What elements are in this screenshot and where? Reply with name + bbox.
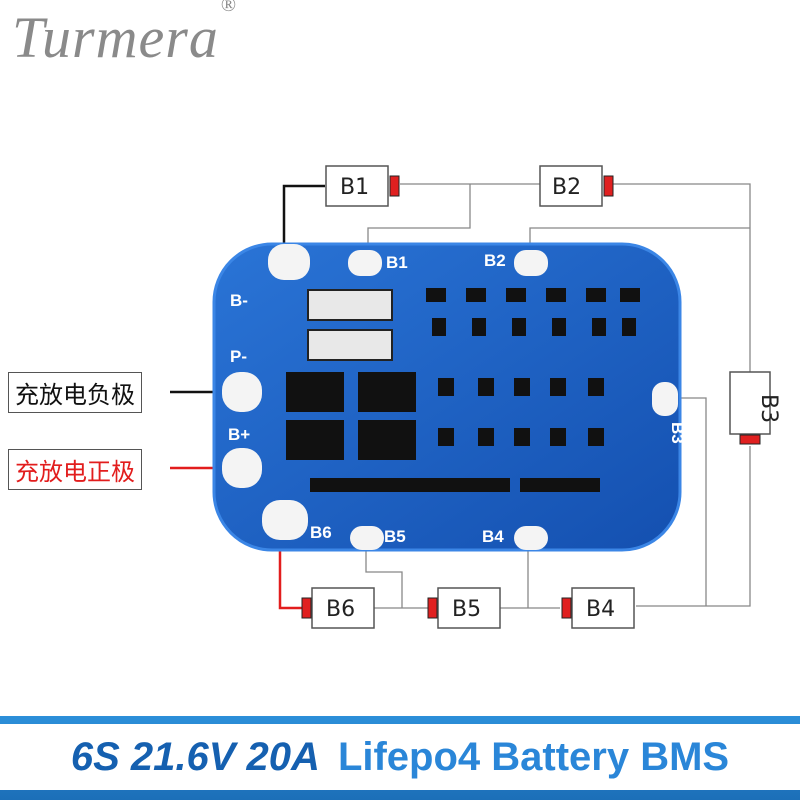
pad-b3 <box>652 382 678 416</box>
cell-b1: B1 <box>325 165 400 207</box>
banner-strip: 6S 21.6V 20A Lifepo4 Battery BMS <box>0 724 800 790</box>
cell-b6: B6 <box>301 587 375 629</box>
discharge-negative-label: 充放电负极 <box>8 372 142 413</box>
banner-title: Lifepo4 Battery BMS <box>337 734 730 779</box>
pad-label: B6 <box>310 523 332 542</box>
b-plus-wire <box>278 530 302 610</box>
product-banner: 6S 21.6V 20A Lifepo4 Battery BMS <box>0 716 800 800</box>
cell-label: B4 <box>586 597 615 622</box>
cell-b4: B4 <box>561 587 635 629</box>
cell-label: B5 <box>452 597 481 622</box>
pad-p-minus <box>222 372 262 412</box>
b-minus-wire <box>282 184 325 270</box>
pcb-board: B- P- B+ B1 B2 B3 B4 B5 B6 <box>212 242 687 552</box>
cell-terminal <box>427 597 438 619</box>
balancing-components <box>310 288 640 492</box>
mosfet <box>286 420 344 460</box>
mosfet <box>286 372 344 412</box>
pad-label: B+ <box>228 425 250 444</box>
pad-label: B3 <box>668 422 687 444</box>
pad-label: B2 <box>484 251 506 270</box>
cell-terminal <box>389 175 400 197</box>
pad-label: P- <box>230 347 247 366</box>
cell-b5: B5 <box>427 587 501 629</box>
mosfet <box>358 372 416 412</box>
banner-text: 6S 21.6V 20A Lifepo4 Battery BMS <box>71 735 729 780</box>
cell-terminal <box>301 597 312 619</box>
cell-label: B3 <box>756 394 781 423</box>
pad-label: B4 <box>482 527 504 546</box>
brand-logo: Turmera® <box>12 0 237 71</box>
pad-label: B- <box>230 291 248 310</box>
discharge-positive-label: 充放电正极 <box>8 449 142 490</box>
cell-label: B1 <box>340 175 369 200</box>
bms-wiring-diagram: B- P- B+ B1 B2 B3 B4 B5 B6 B1 B2 B3 B4 B… <box>170 165 781 629</box>
pad-b5 <box>350 526 384 550</box>
pad-b1 <box>348 250 382 276</box>
cell-terminal <box>561 597 572 619</box>
pad-b-minus <box>268 244 310 280</box>
pad-b2 <box>514 250 548 276</box>
shunt-resistor <box>307 289 393 321</box>
cell-label: B2 <box>552 175 581 200</box>
cell-b3: B3 <box>729 371 781 445</box>
brand-name: Turmera <box>12 5 219 70</box>
cell-b2: B2 <box>539 165 614 207</box>
registered-mark: ® <box>220 0 238 16</box>
cell-label: B6 <box>326 597 355 622</box>
pad-b-plus <box>222 448 262 488</box>
shunt-resistor <box>307 329 393 361</box>
pad-label: B1 <box>386 253 408 272</box>
pad-b6 <box>262 500 308 540</box>
pad-label: B5 <box>384 527 406 546</box>
banner-spec: 6S 21.6V 20A <box>70 734 320 779</box>
cell-terminal <box>739 434 761 445</box>
mosfet <box>358 420 416 460</box>
pad-b4 <box>514 526 548 550</box>
cell-terminal <box>603 175 614 197</box>
